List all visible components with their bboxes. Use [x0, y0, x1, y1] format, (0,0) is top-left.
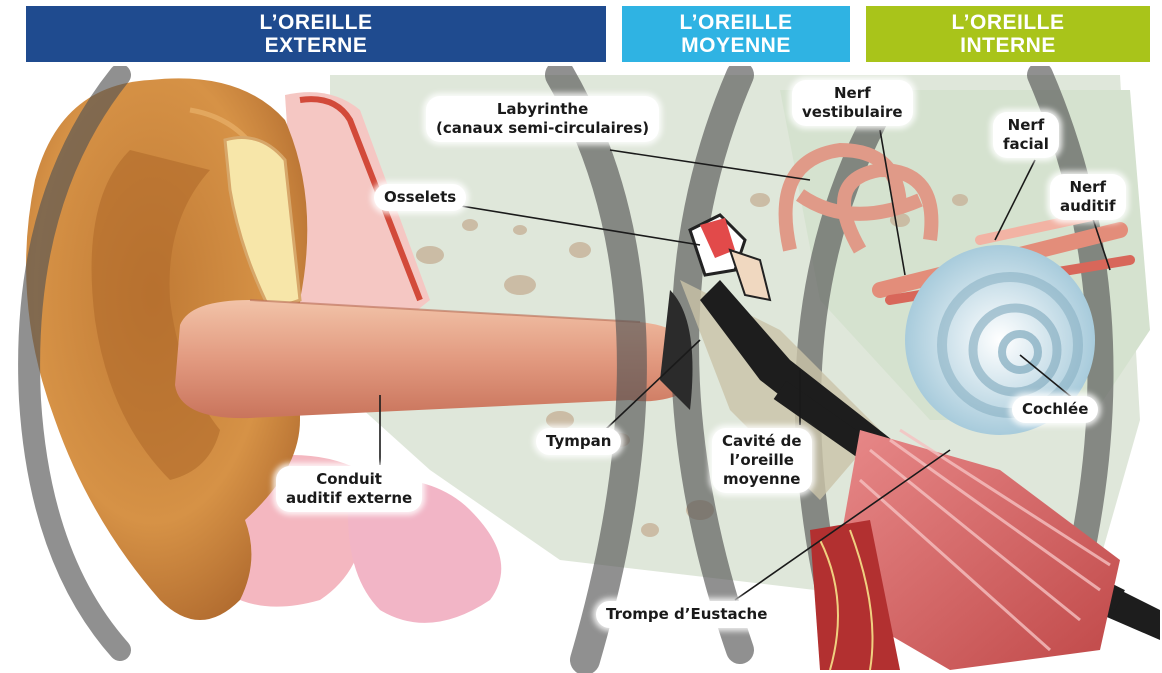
label-nerf-auditif: Nerf auditif	[1050, 174, 1126, 220]
label-nerf-facial-line1: Nerf	[1003, 116, 1049, 135]
label-labyrinthe: Labyrinthe (canaux semi-circulaires)	[426, 96, 659, 142]
label-nerf-facial: Nerf facial	[993, 112, 1059, 158]
header-oreille-interne: L’OREILLE INTERNE	[866, 6, 1150, 62]
header-oreille-moyenne: L’OREILLE MOYENNE	[622, 6, 850, 62]
label-cochlee: Cochlée	[1012, 396, 1098, 423]
label-nerf-auditif-line2: auditif	[1060, 197, 1116, 216]
label-tympan: Tympan	[536, 428, 621, 455]
label-osselets-text: Osselets	[384, 188, 456, 207]
label-trompe-eustache: Trompe d’Eustache	[596, 601, 777, 628]
label-cochlee-text: Cochlée	[1022, 400, 1088, 419]
label-conduit-line1: Conduit	[286, 470, 412, 489]
ear-anatomy-illustration	[0, 66, 1162, 673]
label-labyrinthe-line2: (canaux semi-circulaires)	[436, 119, 649, 138]
header-oreille-externe: L’OREILLE EXTERNE	[26, 6, 606, 62]
label-nerf-vestibulaire: Nerf vestibulaire	[792, 80, 913, 126]
label-nerf-auditif-line1: Nerf	[1060, 178, 1116, 197]
label-conduit-auditif-externe: Conduit auditif externe	[276, 466, 422, 512]
header-externe-line1: L’OREILLE	[26, 11, 606, 34]
label-cavite-line3: moyenne	[722, 470, 802, 489]
label-conduit-line2: auditif externe	[286, 489, 412, 508]
label-trompe-text: Trompe d’Eustache	[606, 605, 767, 624]
label-cavite-oreille-moyenne: Cavité de l’oreille moyenne	[712, 428, 812, 493]
label-osselets: Osselets	[374, 184, 466, 211]
label-cavite-line2: l’oreille	[722, 451, 802, 470]
header-moyenne-line2: MOYENNE	[622, 34, 850, 57]
label-nerf-vestibulaire-line1: Nerf	[802, 84, 903, 103]
label-nerf-facial-line2: facial	[1003, 135, 1049, 154]
label-nerf-vestibulaire-line2: vestibulaire	[802, 103, 903, 122]
label-labyrinthe-line1: Labyrinthe	[436, 100, 649, 119]
header-interne-line1: L’OREILLE	[866, 11, 1150, 34]
header-moyenne-line1: L’OREILLE	[622, 11, 850, 34]
label-cavite-line1: Cavité de	[722, 432, 802, 451]
header-interne-line2: INTERNE	[866, 34, 1150, 57]
label-tympan-text: Tympan	[546, 432, 611, 451]
header-externe-line2: EXTERNE	[26, 34, 606, 57]
